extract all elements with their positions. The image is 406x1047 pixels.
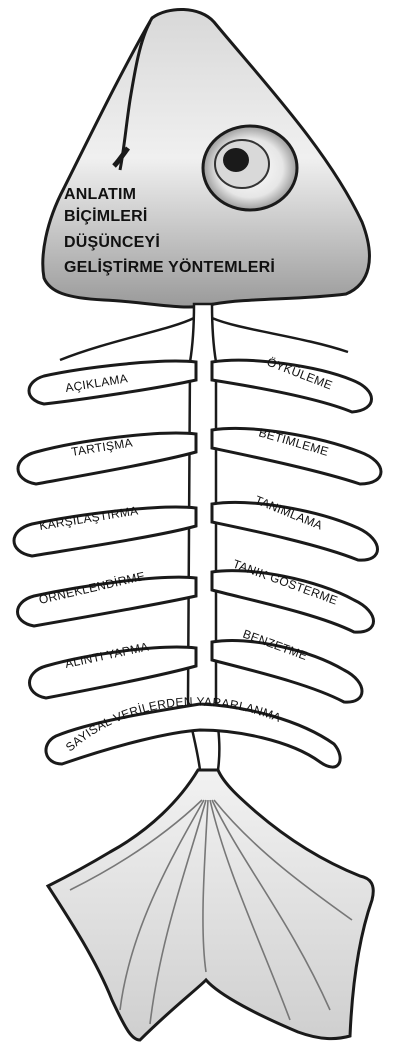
title-line-2: BİÇİMLERİ [64, 208, 148, 226]
fish-eye [203, 126, 297, 210]
title-line-4: GELİŞTİRME YÖNTEMLERİ [64, 259, 275, 277]
title-line-1: ANLATIM [64, 186, 136, 204]
title-line-3: DÜŞÜNCEYİ [64, 234, 160, 252]
